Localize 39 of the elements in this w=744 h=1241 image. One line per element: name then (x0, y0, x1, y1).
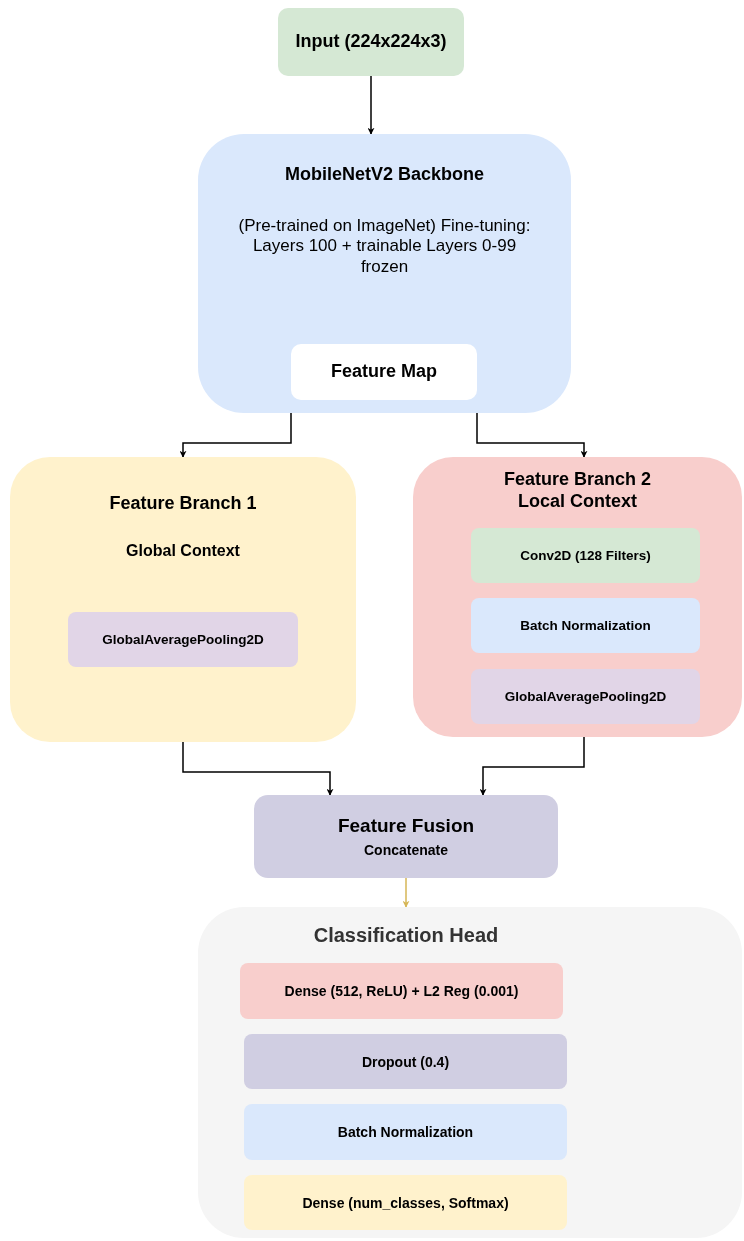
label: GlobalAveragePooling2D (101, 631, 265, 648)
arrow (182, 741, 334, 796)
heading: Feature Branch 1 (108, 493, 258, 515)
layer-box (240, 963, 563, 1019)
input-box (278, 8, 464, 76)
layer-box (244, 1104, 567, 1160)
arrow (402, 877, 410, 908)
layer-box (471, 598, 700, 653)
label: Input (224x224x3) (294, 31, 448, 53)
layer-box (244, 1175, 567, 1230)
label: Feature Fusion (336, 815, 476, 838)
layer-box (471, 669, 700, 724)
layer-box (471, 528, 700, 583)
arrow (367, 75, 375, 135)
head-container (198, 907, 742, 1238)
heading: MobileNetV2 Backbone (283, 164, 485, 186)
label: Conv2D (128 Filters) (519, 547, 652, 564)
heading: Feature Branch 2 Local Context (502, 469, 653, 513)
heading: Classification Head (312, 923, 500, 947)
layer-box (244, 1034, 567, 1089)
backbone-container (198, 134, 571, 413)
branch-container (413, 457, 742, 737)
arrow (479, 736, 585, 796)
fusion-box (254, 795, 558, 878)
description: Concatenate (363, 842, 449, 859)
label: Dense (num_classes, Softmax) (301, 1194, 510, 1211)
label: Dense (512, ReLU) + L2 Reg (0.001) (283, 982, 520, 1000)
layer-box (68, 612, 298, 667)
label: Dropout (0.4) (360, 1053, 451, 1070)
label: Batch Normalization (519, 617, 652, 634)
label: Feature Map (330, 361, 438, 383)
label: Batch Normalization (336, 1123, 475, 1141)
arrow (476, 412, 588, 458)
branch-container (10, 457, 356, 742)
description: Global Context (125, 541, 241, 561)
feature-map-box (291, 344, 477, 400)
description: (Pre-trained on ImageNet) Fine-tuning: Layers 100 + trainable Layers 0-99 frozen (237, 216, 532, 278)
label: GlobalAveragePooling2D (503, 688, 668, 705)
arrow (179, 412, 292, 458)
